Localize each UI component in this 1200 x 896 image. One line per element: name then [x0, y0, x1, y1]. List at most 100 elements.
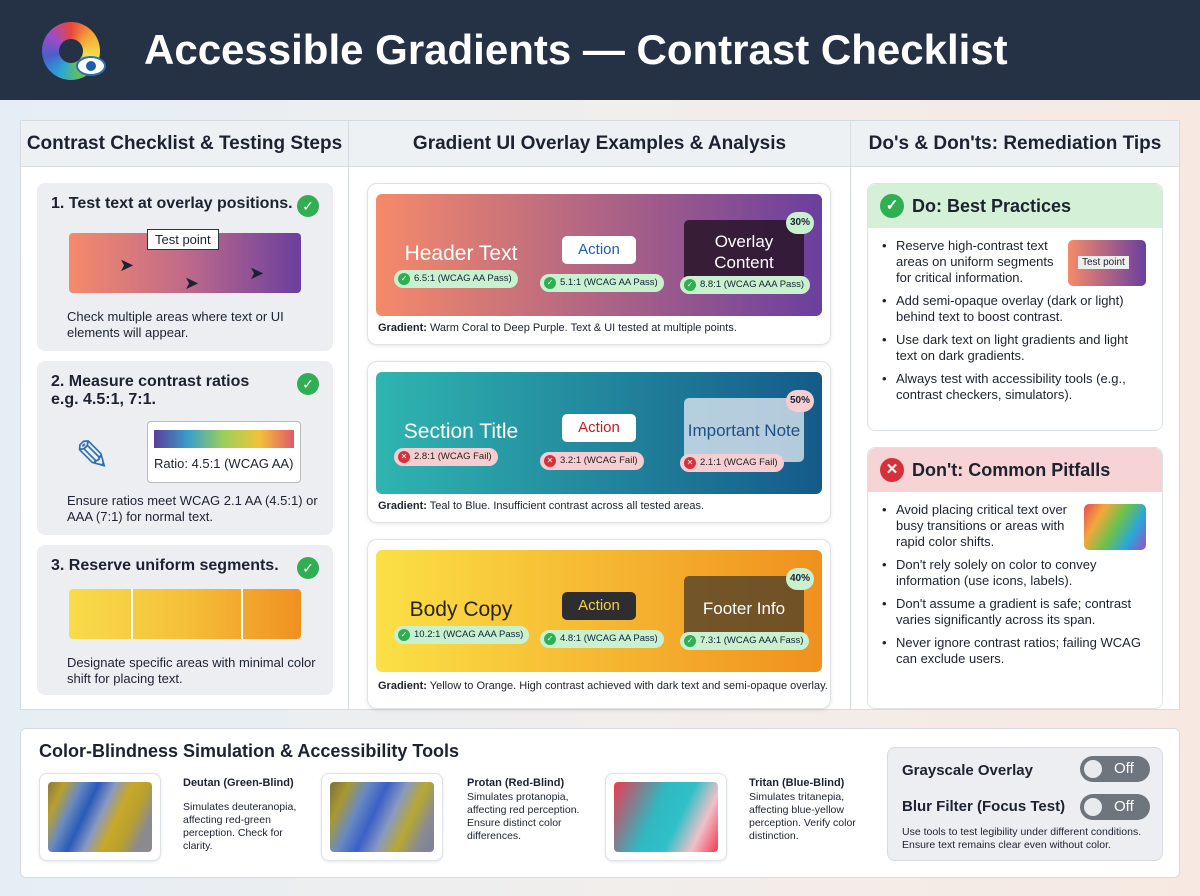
action-button[interactable]: Action	[562, 236, 636, 264]
panel-title: Do's & Don'ts: Remediation Tips	[851, 121, 1179, 167]
sim-title: Tritan (Blue-Blind)	[749, 777, 845, 789]
contrast-slider[interactable]	[154, 430, 294, 448]
list-item: Avoid placing critical text over busy tr…	[882, 502, 1082, 550]
list-item: Add semi-opaque overlay (dark or light) …	[882, 293, 1150, 325]
step-title: 3. Reserve uniform segments.	[51, 557, 279, 574]
list-item: Don't rely solely on color to convey inf…	[882, 557, 1150, 589]
status-icon: ✓	[684, 279, 696, 291]
step-desc: Designate specific areas with minimal co…	[67, 655, 316, 686]
list-item: Never ignore contrast ratios; failing WC…	[882, 635, 1150, 667]
ratio-readout: Ratio: 4.5:1 (WCAG AA)	[154, 456, 294, 471]
status-icon: ✕	[544, 455, 556, 467]
check-icon: ✓	[880, 194, 904, 218]
cursor-icon: ➤	[119, 255, 135, 275]
gradient-preview: Body Copy ✓10.2:1 (WCAG AAA Pass) Action…	[376, 550, 822, 672]
deutan-preview	[39, 773, 161, 861]
sample-text: Header Text	[404, 242, 518, 265]
opacity-badge: 40%	[786, 568, 814, 590]
header: Accessible Gradients — Contrast Checklis…	[0, 0, 1200, 100]
contrast-badge: ✕2.8:1 (WCAG Fail)	[394, 448, 498, 466]
gradient-example: Header Text ✓6.5:1 (WCAG AA Pass) Action…	[367, 183, 831, 345]
grayscale-label: Grayscale Overlay	[902, 762, 1033, 779]
tooltip: Test point	[147, 229, 219, 250]
protan-preview	[321, 773, 443, 861]
simulation-panel: Color-Blindness Simulation & Accessibili…	[20, 728, 1180, 878]
caption: Gradient: Yellow to Orange. High contras…	[378, 680, 828, 692]
contrast-badge: ✓7.3:1 (WCAG AAA Fass)	[680, 632, 810, 650]
busy-gradient-thumb	[1084, 504, 1146, 550]
ratio-widget: Ratio: 4.5:1 (WCAG AA)	[147, 421, 301, 483]
dont-card: ✕ Don't: Common Pitfalls Avoid placing cr…	[867, 447, 1163, 709]
check-icon: ✓	[297, 557, 319, 579]
list-item: Always test with accessibility tools (e.…	[882, 371, 1150, 403]
x-icon: ✕	[880, 458, 904, 482]
opacity-badge: 30%	[786, 212, 814, 234]
eye-icon	[76, 56, 106, 76]
status-icon: ✕	[398, 451, 410, 463]
sim-title: Protan (Red-Blind)	[467, 777, 565, 789]
overlay-box: Footer Info	[684, 576, 804, 640]
step-1: 1. Test text at overlay positions. ✓ Tes…	[37, 183, 333, 351]
section-title: Color-Blindness Simulation & Accessibili…	[39, 741, 460, 761]
do-card: ✓ Do: Best Practices Test point Reserve h…	[867, 183, 1163, 431]
tools-note: Use tools to test legibility under diffe…	[902, 826, 1142, 851]
status-icon: ✕	[684, 457, 696, 469]
step-desc: Ensure ratios meet WCAG 2.1 AA (4.5:1) o…	[67, 493, 318, 524]
contrast-badge: ✕3.2:1 (WCAG Fail)	[540, 452, 644, 470]
action-button[interactable]: Action	[562, 592, 636, 620]
tools-box: Grayscale Overlay Off Blur Filter (Focus…	[887, 747, 1163, 861]
gradient-example: Body Copy ✓10.2:1 (WCAG AAA Pass) Action…	[367, 539, 831, 709]
sim-title: Deutan (Green-Blind)	[183, 777, 294, 789]
cursor-icon: ➤	[184, 273, 200, 293]
card-title: Don't: Common Pitfalls	[912, 459, 1111, 480]
blur-label: Blur Filter (Focus Test)	[902, 798, 1066, 815]
contrast-badge: ✓10.2:1 (WCAG AAA Pass)	[394, 626, 530, 644]
sim-desc: Simulates deuteranopia, affecting red-gr…	[183, 801, 297, 852]
contrast-badge: ✓5.1:1 (WCAG AA Pass)	[540, 274, 664, 292]
step-title: 1. Test text at overlay positions.	[51, 195, 293, 212]
gradient-preview: Header Text ✓6.5:1 (WCAG AA Pass) Action…	[376, 194, 822, 316]
cursor-icon: ➤	[249, 263, 265, 283]
color-wheel-icon	[42, 22, 100, 80]
gradient-sample: Test point ➤ ➤ ➤	[69, 229, 301, 293]
caption: Gradient: Warm Coral to Deep Purple. Tex…	[378, 322, 737, 334]
sample-text: Section Title	[403, 420, 519, 443]
contrast-badge: ✕2.1:1 (WCAG Fail)	[680, 454, 784, 472]
gradient-preview: Section Title ✕2.8:1 (WCAG Fail) Action …	[376, 372, 822, 494]
step-desc: Check multiple areas where text or UI el…	[67, 309, 284, 340]
sim-desc: Simulates protanopia, affecting red perc…	[467, 791, 580, 842]
tips-panel: Do's & Don'ts: Remediation Tips ✓ Do: Bes…	[850, 120, 1180, 710]
check-icon: ✓	[297, 195, 319, 217]
list-item: Use dark text on light gradients and lig…	[882, 332, 1150, 364]
contrast-badge: ✓4.8:1 (WCAG AA Pass)	[540, 630, 664, 648]
status-icon: ✓	[684, 635, 696, 647]
examples-panel: Gradient UI Overlay Examples & Analysis …	[348, 120, 851, 710]
sample-text: Body Copy	[409, 598, 513, 621]
eyedropper-icon: ✎	[75, 432, 111, 479]
page-title: Accessible Gradients — Contrast Checklis…	[144, 26, 1008, 73]
panel-title: Contrast Checklist & Testing Steps	[21, 121, 348, 167]
sim-desc: Simulates tritanepia, affecting blue-yel…	[749, 791, 856, 842]
grayscale-toggle[interactable]: Off	[1080, 756, 1150, 782]
list-item: Reserve high-contrast text areas on unif…	[882, 238, 1072, 286]
step-3: 3. Reserve uniform segments. ✓ Designate…	[37, 545, 333, 695]
list-item: Don't assume a gradient is safe; contras…	[882, 596, 1150, 628]
status-icon: ✓	[398, 273, 410, 285]
overlay-box: Overlay Content	[684, 220, 804, 284]
overlay-box: Important Note	[684, 398, 804, 462]
card-title: Do: Best Practices	[912, 195, 1072, 216]
uniform-segments	[69, 589, 301, 639]
thumb: Test point	[1068, 240, 1146, 286]
thumb-label: Test point	[1078, 256, 1129, 269]
checklist-panel: Contrast Checklist & Testing Steps 1. Te…	[20, 120, 349, 710]
step-2: 2. Measure contrast ratios e.g. 4.5:1, 7…	[37, 361, 333, 535]
status-icon: ✓	[544, 633, 556, 645]
status-icon: ✓	[544, 277, 556, 289]
check-icon: ✓	[297, 373, 319, 395]
step-title: 2. Measure contrast ratios e.g. 4.5:1, 7…	[51, 373, 250, 408]
gradient-example: Section Title ✕2.8:1 (WCAG Fail) Action …	[367, 361, 831, 523]
contrast-badge: ✓8.8:1 (WCAG AAA Pass)	[680, 276, 811, 294]
blur-toggle[interactable]: Off	[1080, 794, 1150, 820]
action-button[interactable]: Action	[562, 414, 636, 442]
status-icon: ✓	[398, 629, 410, 641]
